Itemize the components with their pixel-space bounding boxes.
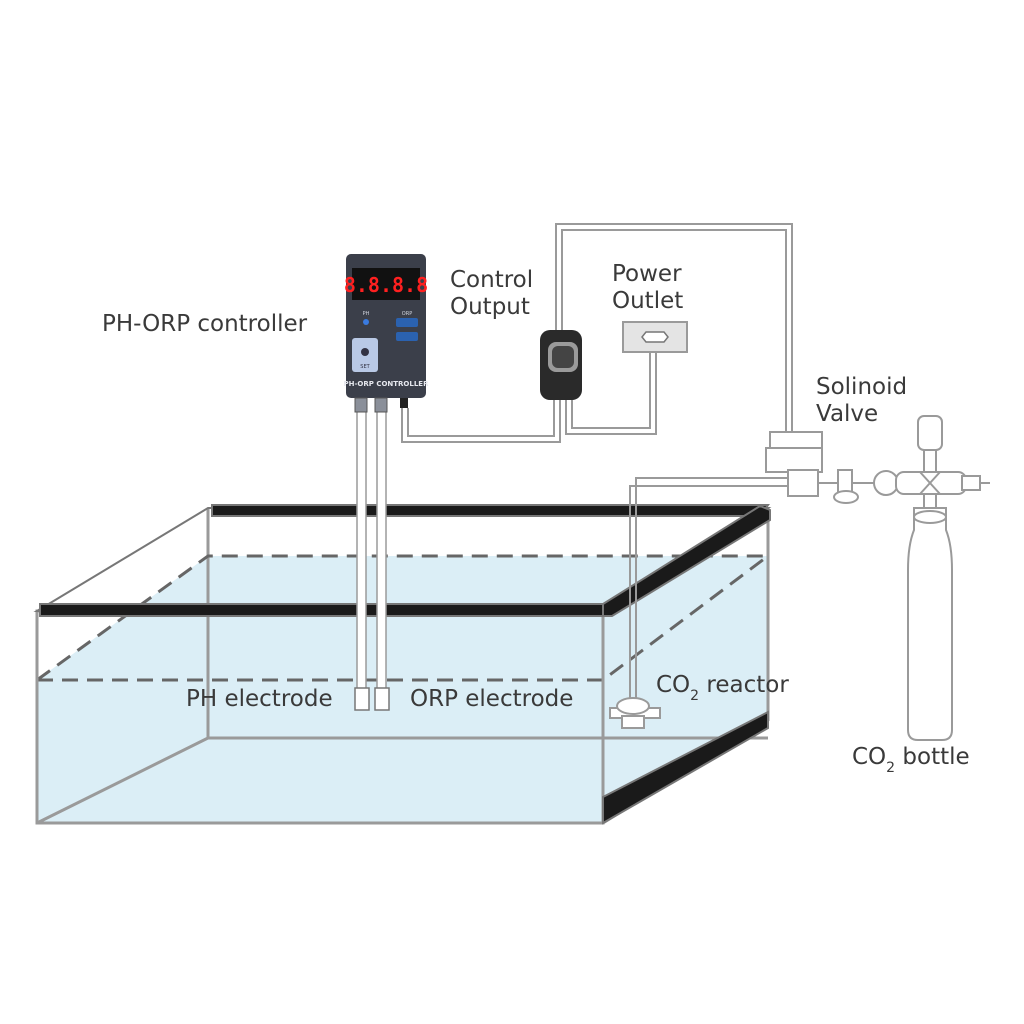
controller-knob-icon xyxy=(361,348,369,356)
regulator-end-fitting xyxy=(961,475,981,491)
co2-reactor xyxy=(609,697,661,729)
orp-electrode-cable xyxy=(376,407,387,691)
output-to-power-wire-outer xyxy=(565,350,657,435)
output-to-solenoid-wire-outer xyxy=(555,223,793,440)
label-solenoid-line1: Solinoid xyxy=(816,374,907,400)
controller-set-label: SET xyxy=(360,364,370,370)
tank-top-right-bar xyxy=(602,504,771,617)
regulator-gauge xyxy=(873,470,899,496)
label-control-output-line2: Output xyxy=(450,294,530,320)
label-co2-bottle-suffix: bottle xyxy=(895,744,970,770)
aquarium-tank xyxy=(33,504,772,825)
tank-top-front-bar xyxy=(39,603,604,617)
controller-switch-1 xyxy=(396,318,418,327)
label-ph-electrode: PH electrode xyxy=(186,686,333,712)
co2-tubing xyxy=(629,477,788,706)
co2-bottle-neck-ring xyxy=(913,510,947,524)
regulator-cross-2 xyxy=(919,471,941,495)
tank-water-right xyxy=(603,556,768,680)
controller-to-output-wire-outer xyxy=(401,398,561,443)
ph-electrode-tip xyxy=(354,687,370,711)
co2-tube-inner xyxy=(629,485,788,706)
co2-bottle xyxy=(907,507,953,741)
label-ph-orp-controller: PH-ORP controller xyxy=(102,311,308,337)
ph-orp-controller-device: 8.8.8.8 PH ORP SET PH-ORP CONTROLLER xyxy=(344,254,430,413)
power-outlet xyxy=(622,321,688,353)
tank-water-front xyxy=(37,680,603,823)
output-to-solenoid-wire-inner xyxy=(561,229,787,440)
solenoid-valve-body xyxy=(787,469,819,497)
label-solenoid-line2: Valve xyxy=(816,401,878,427)
solenoid-coil-body xyxy=(765,447,823,473)
controller-panel-label: PH-ORP CONTROLLER xyxy=(344,380,430,388)
controller-display xyxy=(352,268,420,300)
control-wiring xyxy=(401,223,793,443)
label-co2-bottle: CO2 bottle xyxy=(852,744,970,776)
label-power-outlet-line2: Outlet xyxy=(612,288,683,314)
label-co2-bottle-sub: 2 xyxy=(886,760,895,776)
regulator-stem xyxy=(923,449,937,473)
label-control-output-line1: Control xyxy=(450,267,533,293)
co2-bottle-body xyxy=(907,507,953,741)
ph-electrode-cable xyxy=(356,407,367,691)
label-co2-reactor: CO2 reactor xyxy=(656,672,789,704)
controller-led-label-ph: PH xyxy=(363,311,370,317)
controller-led-label-orp: ORP xyxy=(402,311,412,317)
label-co2-bottle-prefix: CO xyxy=(852,744,886,770)
tank-bottom-right-bar xyxy=(602,710,769,825)
controller-led-ph xyxy=(363,319,369,325)
label-orp-electrode: ORP electrode xyxy=(410,686,573,712)
label-power-outlet-line1: Power xyxy=(612,261,682,287)
water-surface-back xyxy=(36,554,768,682)
controller-output-cable-socket xyxy=(400,398,408,408)
regulator-top-knob xyxy=(917,415,943,451)
solenoid-valve xyxy=(765,431,823,497)
co2-tube-outer xyxy=(635,477,788,706)
label-co2-reactor-prefix: CO xyxy=(656,672,690,698)
power-outlet-socket-icon xyxy=(641,331,669,343)
bottle-valve-neck xyxy=(923,493,937,509)
controller-switch-2 xyxy=(396,332,418,341)
control-output-plug xyxy=(540,330,582,400)
controller-display-readout: 8.8.8.8 xyxy=(344,273,428,297)
co2-regulator xyxy=(818,415,990,509)
control-output-plug-socket-inner xyxy=(552,346,574,368)
label-co2-reactor-sub: 2 xyxy=(690,688,699,704)
co2-reactor-foot xyxy=(621,715,645,729)
output-to-power-wire-inner xyxy=(571,350,651,429)
orp-electrode-tip xyxy=(374,687,390,711)
regulator-knob xyxy=(833,490,859,504)
tank-top-back-bar xyxy=(211,504,770,517)
label-co2-reactor-suffix: reactor xyxy=(699,672,789,698)
controller-bnc-connector-orp xyxy=(374,397,388,413)
controller-to-output-wire-inner xyxy=(407,398,555,437)
co2-reactor-dome xyxy=(616,697,650,715)
tank-bottom-left-edge xyxy=(36,736,209,825)
labels: PH-ORP controller Control Output Power O… xyxy=(102,261,970,776)
controller-bnc-connector-ph xyxy=(354,397,368,413)
tank-water-top xyxy=(37,556,603,680)
